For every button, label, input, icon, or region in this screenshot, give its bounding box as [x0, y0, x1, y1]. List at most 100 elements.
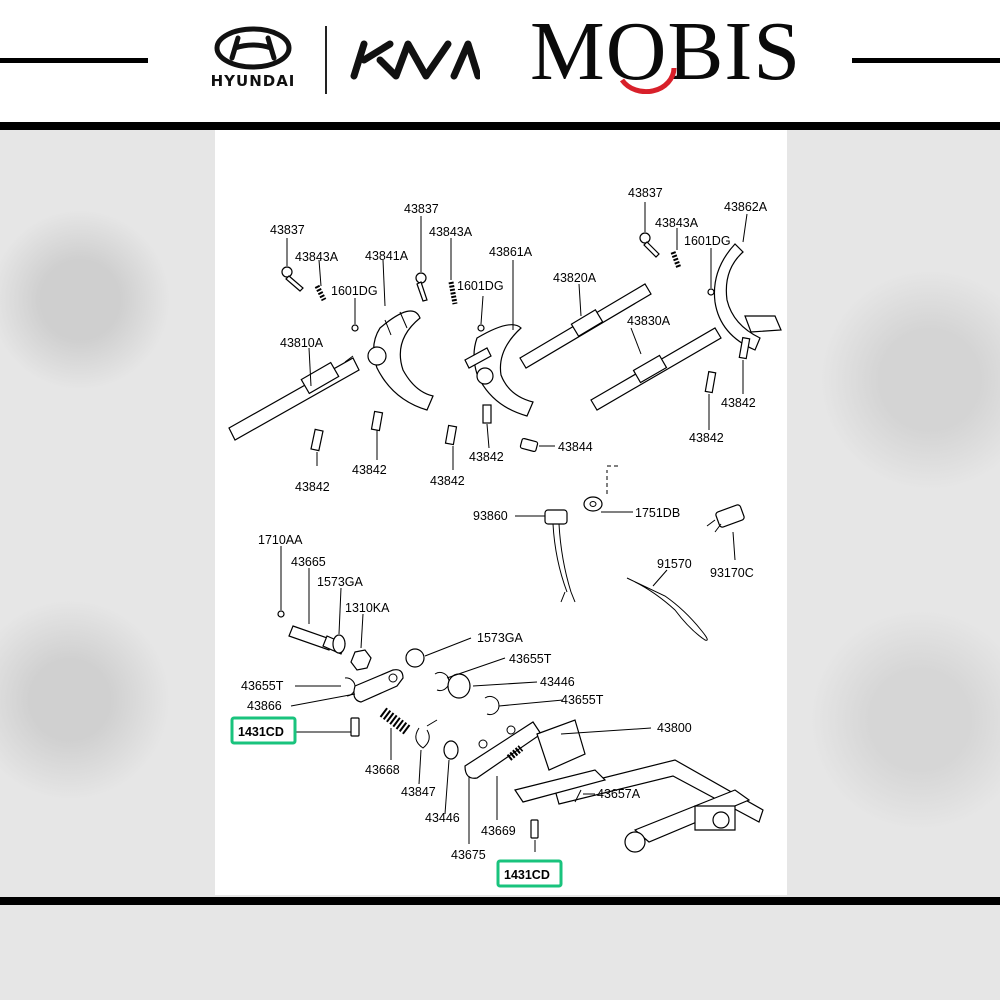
ball-1601dg-left	[351, 324, 359, 332]
label-43669: 43669	[481, 824, 516, 838]
plate-43675	[464, 721, 542, 779]
label-1310ka: 1310KA	[345, 601, 390, 615]
highlighted-part-1431cd-a: 1431CD	[230, 716, 297, 745]
label-43675: 43675	[451, 848, 486, 862]
kia-logo	[350, 40, 480, 80]
brand-header: HYUNDAI MOBIS	[0, 0, 1000, 122]
mobis-text: MOBIS	[530, 5, 802, 98]
label-43665: 43665	[291, 555, 326, 569]
label-91570: 91570	[657, 557, 692, 571]
label-43820a: 43820A	[553, 271, 597, 285]
bolt-43837-right	[639, 232, 660, 258]
label-1710aa: 1710AA	[258, 533, 303, 547]
pin-43842-e	[738, 336, 751, 360]
label-43843a: 43843A	[295, 250, 339, 264]
label-43861a: 43861A	[489, 245, 533, 259]
label-1751db: 1751DB	[635, 506, 680, 520]
label-1573ga: 1573GA	[317, 575, 364, 589]
label-43843a: 43843A	[429, 225, 473, 239]
harness-91570	[626, 577, 708, 641]
label-43655t: 43655T	[561, 693, 604, 707]
bushing-43446-a	[447, 673, 471, 699]
label-43837: 43837	[404, 202, 439, 216]
top-divider-bar	[0, 122, 1000, 130]
label-43446: 43446	[540, 675, 575, 689]
switch-93170c	[706, 504, 745, 533]
interlock-43844	[519, 437, 539, 453]
label-43847: 43847	[401, 785, 436, 799]
bolt-43837-left	[281, 266, 304, 292]
washer-1573ga-b	[405, 648, 425, 668]
highlighted-part-1431cd-b: 1431CD	[496, 859, 563, 888]
washer-1573ga-a	[332, 634, 346, 654]
mobis-wordmark: MOBIS	[530, 10, 801, 94]
lever-43866	[353, 669, 404, 703]
nut-1310ka	[350, 649, 372, 671]
pin-1431cd-a	[350, 717, 360, 737]
label-43837: 43837	[628, 186, 663, 200]
spring-43843a-left	[314, 284, 327, 302]
label-43655t: 43655T	[509, 652, 552, 666]
ball-1601dg-right	[707, 288, 715, 296]
label-43842: 43842	[352, 463, 387, 477]
spring-43847	[415, 719, 438, 749]
pin-1431cd-b	[530, 819, 539, 839]
bolt-43837-mid	[415, 272, 428, 302]
pin-43842-b	[370, 410, 384, 432]
label-93860: 93860	[473, 509, 508, 523]
shift-fork-43841a	[367, 310, 434, 411]
label-43862a: 43862A	[724, 200, 768, 214]
label-43842: 43842	[469, 450, 504, 464]
label-93170c: 93170C	[710, 566, 754, 580]
part-labels: 43837 43843A 1601DG 43841A 43810A 43842 …	[241, 186, 768, 862]
spring-43843a-mid	[448, 281, 458, 305]
pin-43842-c	[444, 424, 458, 446]
washer-43446-b	[443, 740, 459, 760]
label-43844: 43844	[558, 440, 593, 454]
shift-rail-43810a	[228, 355, 360, 441]
hyundai-wordmark: HYUNDAI	[210, 72, 296, 90]
spring-43843a-right	[670, 251, 682, 269]
clip-1710aa	[277, 610, 285, 618]
bottom-divider-bar	[0, 897, 1000, 905]
label-43668: 43668	[365, 763, 400, 777]
parts-diagram-panel: 43837 43843A 1601DG 43841A 43810A 43842 …	[215, 130, 787, 895]
label-43842: 43842	[430, 474, 465, 488]
leader-lines	[280, 202, 748, 852]
label-43843a: 43843A	[655, 216, 699, 230]
shift-rail-43830a	[590, 327, 722, 411]
hyundai-logo	[214, 26, 292, 70]
ball-1601dg-mid	[477, 324, 485, 332]
exploded-parts-diagram: 43837 43843A 1601DG 43841A 43810A 43842 …	[228, 186, 782, 888]
shift-fork-43861a	[464, 324, 534, 417]
shift-rail-43820a	[519, 283, 652, 369]
spring-43669	[506, 745, 524, 761]
label-1601dg: 1601DG	[331, 284, 378, 298]
seal-1751db	[583, 465, 621, 512]
clip-43655t-a	[434, 672, 450, 691]
pin-43842-a	[310, 428, 324, 452]
switch-93860	[544, 509, 576, 603]
label-43841a: 43841A	[365, 249, 409, 263]
label-43446: 43446	[425, 811, 460, 825]
label-43842: 43842	[295, 480, 330, 494]
shift-lever-assy-43800	[514, 719, 764, 853]
label-1573ga: 1573GA	[477, 631, 524, 645]
highlight-label-1431cd: 1431CD	[504, 868, 550, 882]
label-43655t: 43655T	[241, 679, 284, 693]
header-rule-left	[0, 58, 148, 63]
label-43830a: 43830A	[627, 314, 671, 328]
header-rule-right	[852, 58, 1000, 63]
label-43842: 43842	[689, 431, 724, 445]
label-43866: 43866	[247, 699, 282, 713]
label-43657a: 43657A	[597, 787, 641, 801]
shift-fork-43862a	[713, 243, 782, 351]
logo-separator	[325, 26, 327, 94]
label-43842: 43842	[721, 396, 756, 410]
label-1601dg: 1601DG	[684, 234, 731, 248]
clip-43655t-c	[484, 696, 500, 715]
label-43800: 43800	[657, 721, 692, 735]
label-43810a: 43810A	[280, 336, 324, 350]
highlight-label-1431cd: 1431CD	[238, 725, 284, 739]
label-1601dg: 1601DG	[457, 279, 504, 293]
